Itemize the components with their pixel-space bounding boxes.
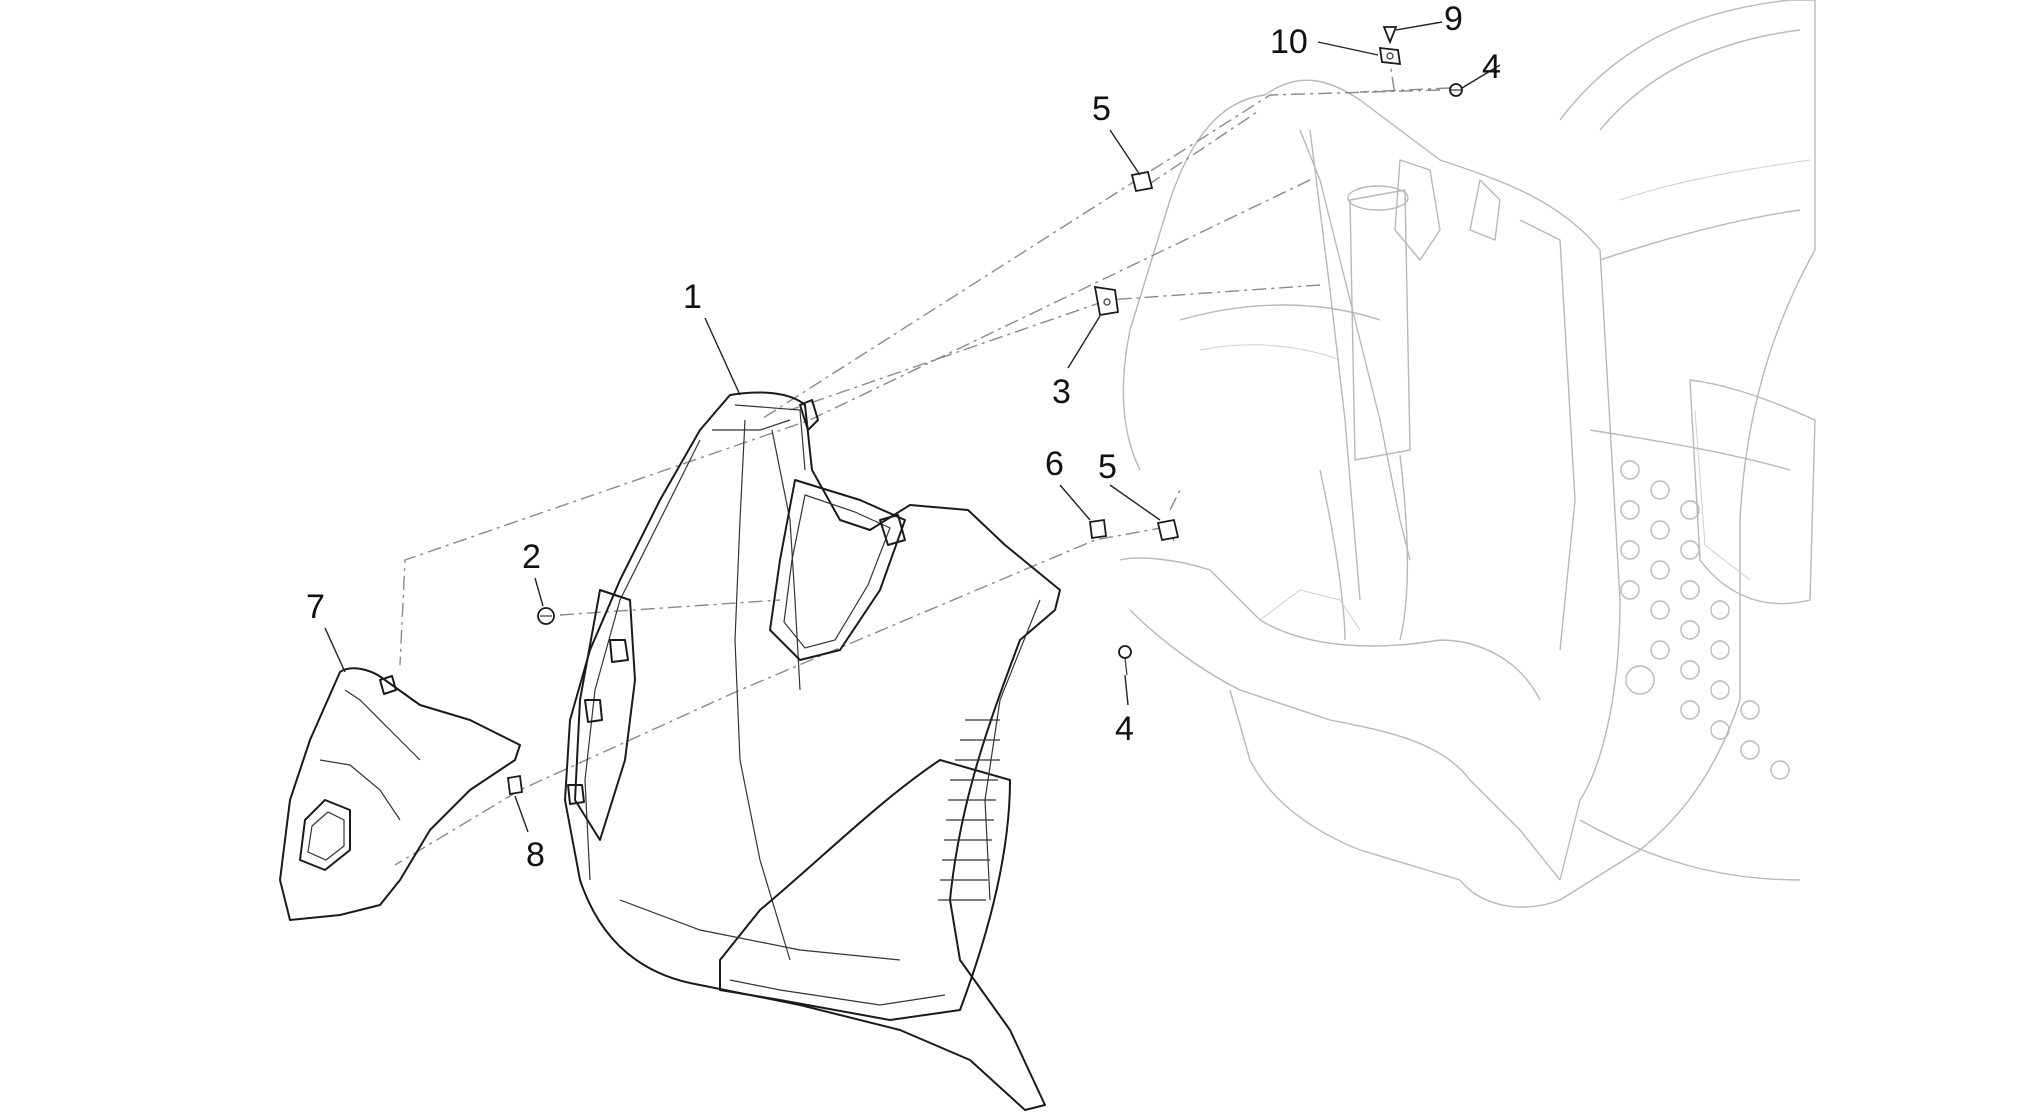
callout-3: 3 xyxy=(1052,373,1071,411)
callout-9: 9 xyxy=(1444,0,1463,38)
clip-part-8 xyxy=(506,774,524,796)
callout-10: 10 xyxy=(1270,23,1308,61)
assembly-lines xyxy=(394,49,1451,866)
clip-part-6 xyxy=(1088,518,1108,540)
callout-8: 8 xyxy=(526,836,545,874)
leader-lines xyxy=(324,21,1501,833)
callout-5-lower: 5 xyxy=(1098,448,1117,486)
screw-part-4-upper xyxy=(1449,83,1463,97)
hardware-parts xyxy=(506,26,1463,796)
callout-1: 1 xyxy=(683,278,702,316)
clip-part-3 xyxy=(1093,285,1120,317)
callout-6: 6 xyxy=(1045,445,1064,483)
nut-part-10 xyxy=(1378,46,1402,66)
callout-labels: 1 2 3 4 4 5 5 6 7 8 9 10 xyxy=(306,0,1501,874)
front-cover-part xyxy=(279,667,521,921)
callout-5-upper: 5 xyxy=(1092,90,1111,128)
screw-part-9 xyxy=(1382,26,1398,45)
callout-2: 2 xyxy=(522,538,541,576)
front-shield-part xyxy=(564,391,1061,1111)
callout-4-upper: 4 xyxy=(1482,48,1501,86)
nut-part-5-upper xyxy=(1130,170,1154,193)
nut-part-5-lower xyxy=(1156,518,1180,542)
scooter-frame-ghost xyxy=(1119,0,1816,908)
screw-part-2 xyxy=(537,607,555,625)
callout-7: 7 xyxy=(306,588,325,626)
screw-part-4-lower xyxy=(1118,645,1132,676)
callout-4-lower: 4 xyxy=(1115,710,1134,748)
